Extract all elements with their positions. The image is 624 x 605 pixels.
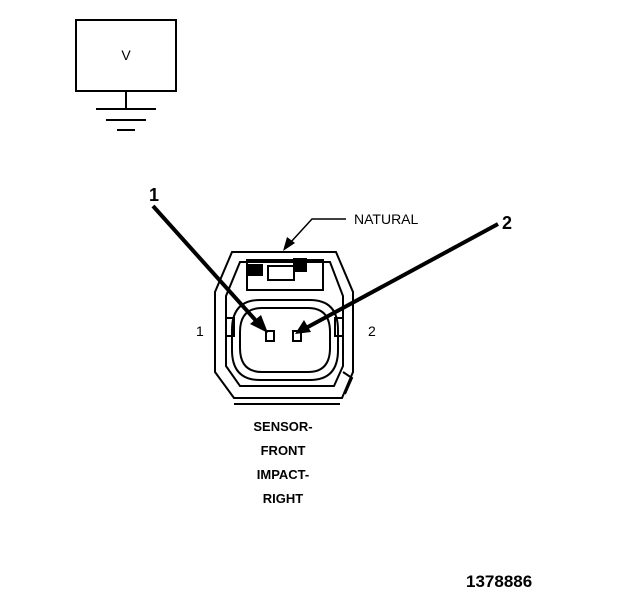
caption-line-2: FRONT <box>261 443 306 458</box>
terminal-1 <box>265 330 275 342</box>
voltmeter-label: V <box>121 47 131 63</box>
seal-ring <box>231 299 339 381</box>
color-leader-arrowhead <box>283 237 295 251</box>
caption-line-4: RIGHT <box>263 491 304 506</box>
voltmeter-symbol: V <box>75 19 177 131</box>
probe-1-line <box>151 204 260 325</box>
latch-tab-left <box>247 264 263 276</box>
callout-2-number: 2 <box>502 213 512 233</box>
color-leader-line <box>289 218 346 244</box>
terminal-cavity-body <box>239 307 331 373</box>
cavity-2-label: 2 <box>368 323 376 339</box>
probe-2-line <box>305 222 499 330</box>
housing-corner-detail <box>342 371 354 395</box>
latch-tab-right <box>293 258 307 272</box>
caption-line-3: IMPACT- <box>257 467 309 482</box>
figure-id: 1378886 <box>466 572 532 591</box>
terminal-2 <box>292 330 302 342</box>
color-callout: NATURAL <box>283 211 419 251</box>
callout-1: 1 <box>149 185 268 333</box>
caption-line-1: SENSOR- <box>253 419 312 434</box>
side-key-left <box>226 317 235 337</box>
connector-face <box>214 251 354 405</box>
latch-window <box>267 265 295 281</box>
callout-1-number: 1 <box>149 185 159 205</box>
connector-caption: SENSOR- FRONT IMPACT- RIGHT <box>253 419 312 506</box>
connector-housing-outer <box>214 251 354 399</box>
callout-2: 2 <box>295 213 512 334</box>
probe-1-arrowhead <box>250 315 268 333</box>
cavity-1-label: 1 <box>196 323 204 339</box>
connector-housing-inner <box>225 261 344 387</box>
connector-color-label: NATURAL <box>354 211 419 227</box>
